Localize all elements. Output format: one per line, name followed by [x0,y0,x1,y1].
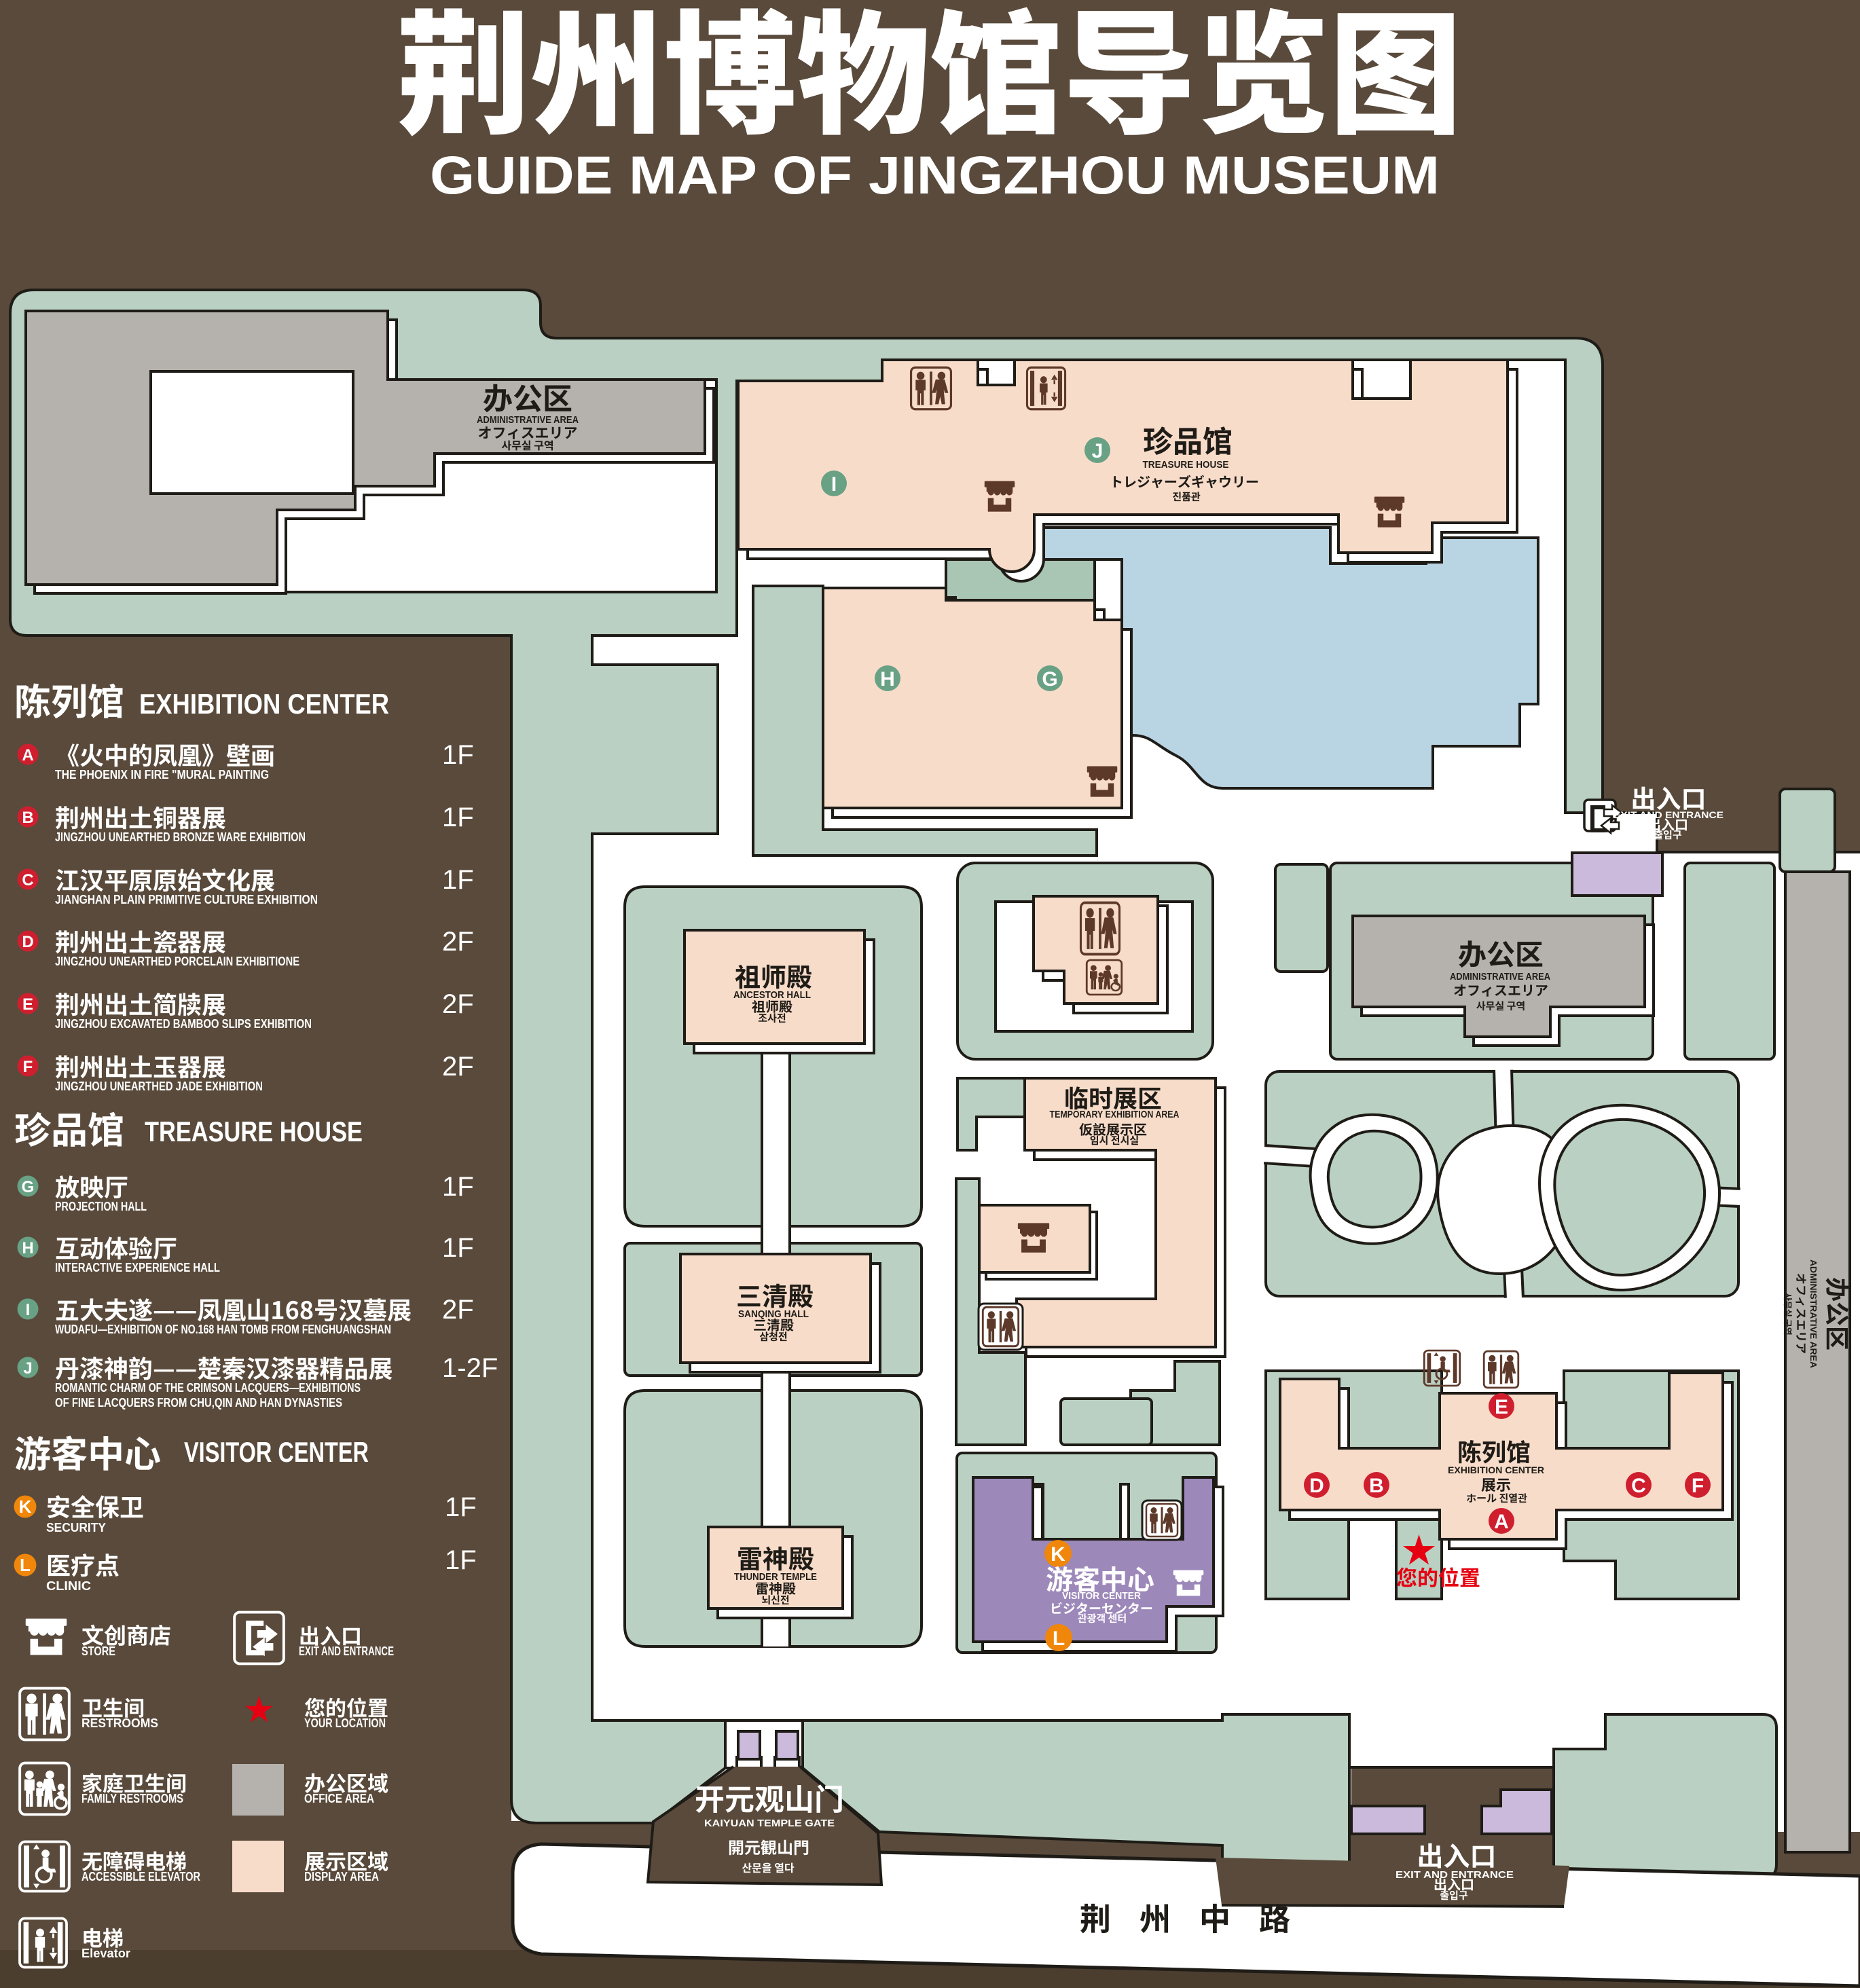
svg-text:OF FINE LACQUERS FROM CHU,QIN: OF FINE LACQUERS FROM CHU,QIN AND HAN DY… [55,1396,342,1410]
svg-text:H: H [22,1239,33,1257]
svg-text:TREASURE HOUSE: TREASURE HOUSE [145,1116,363,1147]
svg-text:JINGZHOU EXCAVATED BAMBOO SLIP: JINGZHOU EXCAVATED BAMBOO SLIPS EXHIBITI… [55,1017,312,1031]
svg-text:1F: 1F [442,1233,474,1263]
svg-text:SECURITY: SECURITY [46,1521,106,1534]
svg-text:EXIT AND ENTRANCE: EXIT AND ENTRANCE [1396,1869,1514,1881]
svg-text:THE PHOENIX IN FIRE "MURAL PAI: THE PHOENIX IN FIRE "MURAL PAINTING [55,768,269,781]
svg-text:THUNDER TEMPLE: THUNDER TEMPLE [734,1571,817,1583]
svg-text:TEMPORARY EXHIBITION AREA: TEMPORARY EXHIBITION AREA [1050,1109,1180,1120]
svg-text:INTERACTIVE EXPERIENCE HALL: INTERACTIVE EXPERIENCE HALL [55,1261,220,1274]
svg-text:2F: 2F [442,1295,474,1325]
svg-text:SANQING HALL: SANQING HALL [738,1308,809,1320]
svg-text:RESTROOMS: RESTROOMS [81,1716,158,1730]
svg-text:EXHIBITION CENTER: EXHIBITION CENTER [139,688,389,720]
svg-text:JIANGHAN PLAIN PRIMITIVE CULTU: JIANGHAN PLAIN PRIMITIVE CULTURE EXHIBIT… [55,893,318,906]
svg-text:KAIYUAN TEMPLE GATE: KAIYUAN TEMPLE GATE [704,1818,835,1829]
svg-text:STORE: STORE [81,1644,115,1658]
svg-text:J: J [1092,440,1104,462]
svg-text:1F: 1F [445,1492,477,1522]
svg-text:JINGZHOU UNEARTHED BRONZE WARE: JINGZHOU UNEARTHED BRONZE WARE EXHIBITIO… [55,830,306,844]
svg-text:EXHIBITION CENTER: EXHIBITION CENTER [1448,1465,1544,1475]
svg-text:E: E [22,995,33,1014]
svg-text:2F: 2F [442,1052,474,1082]
svg-text:DISPLAY AREA: DISPLAY AREA [304,1870,379,1883]
svg-text:D: D [1309,1475,1324,1497]
svg-text:ANCESTOR HALL: ANCESTOR HALL [733,989,811,1001]
svg-text:ROMANTIC CHARM OF THE CRIMSON: ROMANTIC CHARM OF THE CRIMSON LACQUERS—E… [55,1381,361,1395]
svg-text:1F: 1F [442,865,474,895]
svg-text:F: F [1692,1475,1704,1497]
svg-text:JINGZHOU UNEARTHED JADE EXHIBI: JINGZHOU UNEARTHED JADE EXHIBITION [55,1080,263,1093]
svg-text:K: K [1051,1543,1065,1566]
svg-text:2F: 2F [442,989,474,1019]
svg-text:VISITOR CENTER: VISITOR CENTER [184,1436,369,1468]
svg-text:WUDAFU—EXHIBITION OF NO.168 HA: WUDAFU—EXHIBITION OF NO.168 HAN TOMB FRO… [55,1323,391,1336]
svg-text:2F: 2F [442,927,474,957]
svg-text:H: H [880,668,895,691]
svg-text:C: C [22,871,33,889]
svg-text:EXIT AND ENTRANCE: EXIT AND ENTRANCE [299,1644,394,1658]
svg-text:F: F [23,1058,33,1076]
svg-text:1F: 1F [442,740,474,770]
svg-text:1F: 1F [445,1545,477,1575]
svg-text:L: L [1053,1627,1065,1650]
svg-text:A: A [1494,1511,1509,1533]
svg-text:1F: 1F [442,1172,474,1202]
svg-text:1F: 1F [442,803,474,832]
svg-text:B: B [1369,1475,1384,1497]
svg-text:J: J [23,1359,32,1378]
svg-text:B: B [22,809,33,827]
svg-text:JINGZHOU UNEARTHED PORCELAIN E: JINGZHOU UNEARTHED PORCELAIN EXHIBITIONE [55,955,299,968]
svg-text:ADMINISTRATIVE AREA: ADMINISTRATIVE AREA [1450,971,1550,982]
svg-text:GUIDE MAP OF JINGZHOU MUSEUM: GUIDE MAP OF JINGZHOU MUSEUM [430,145,1440,205]
svg-text:FAMILY RESTROOMS: FAMILY RESTROOMS [81,1792,183,1805]
svg-text:YOUR LOCATION: YOUR LOCATION [304,1716,386,1730]
svg-text:CLINIC: CLINIC [46,1579,91,1593]
svg-text:PROJECTION HALL: PROJECTION HALL [55,1200,147,1213]
svg-text:I: I [26,1301,31,1319]
svg-text:E: E [1495,1396,1508,1418]
svg-text:VISITOR CENTER: VISITOR CENTER [1062,1590,1141,1602]
svg-text:Elevator: Elevator [81,1947,130,1960]
svg-text:C: C [1631,1475,1646,1497]
svg-text:G: G [22,1178,35,1196]
svg-text:I: I [831,473,837,496]
svg-text:ACCESSIBLE ELEVATOR: ACCESSIBLE ELEVATOR [81,1870,200,1883]
svg-text:A: A [22,746,33,765]
svg-text:K: K [19,1496,32,1517]
svg-text:OFFICE AREA: OFFICE AREA [304,1792,374,1805]
svg-text:EXIT AND ENTRANCE: EXIT AND ENTRANCE [1613,809,1724,820]
svg-text:D: D [22,933,33,951]
svg-text:ADMINISTRATIVE AREA: ADMINISTRATIVE AREA [477,414,579,426]
svg-text:ADMINISTRATIVE AREA: ADMINISTRATIVE AREA [1808,1259,1819,1369]
svg-text:1-2F: 1-2F [442,1353,498,1383]
svg-text:L: L [20,1555,31,1575]
svg-text:G: G [1042,668,1057,691]
svg-text:TREASURE HOUSE: TREASURE HOUSE [1143,459,1229,471]
